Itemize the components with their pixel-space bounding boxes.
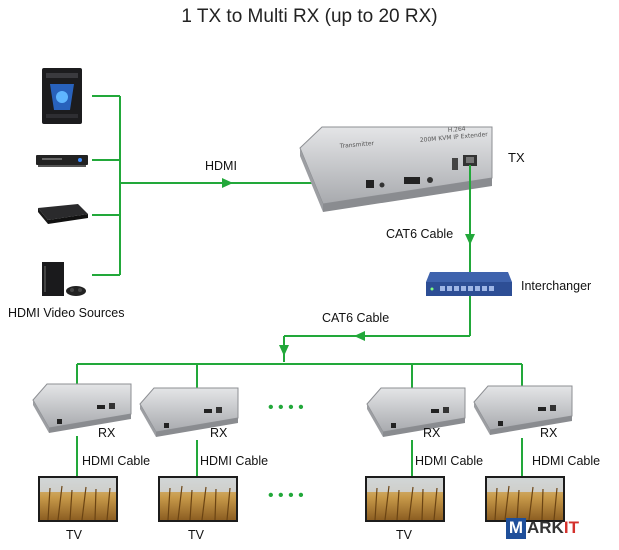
- tv-label-2: TV: [188, 528, 204, 542]
- game-console-icon: [42, 262, 86, 296]
- logo-m: M: [506, 517, 526, 539]
- cat6-cable-label-top: CAT6 Cable: [386, 227, 454, 241]
- rx-device-1: [32, 383, 132, 433]
- hdmi-cable-label-2: HDMI Cable: [200, 454, 269, 468]
- video-sources-label: HDMI Video Sources: [8, 306, 125, 320]
- tx-device-line3: H.264: [448, 125, 466, 134]
- cat6-link-mid: [283, 296, 471, 362]
- rx-label-1: RX: [98, 426, 116, 440]
- set-top-box-icon: [38, 204, 88, 224]
- tx-device-line1: Transmitter: [339, 140, 375, 150]
- rx-label-3: RX: [423, 426, 441, 440]
- tv-4-icon: [485, 476, 565, 522]
- hdmi-cable-label-3: HDMI Cable: [415, 454, 484, 468]
- dvd-player-icon: [36, 155, 88, 167]
- bus-arrow-icon: [279, 345, 289, 356]
- rx-label-2: RX: [210, 426, 228, 440]
- ellipsis-tv: • • • •: [268, 487, 304, 504]
- hdmi-arrow-icon: [222, 178, 233, 188]
- ellipsis-rx: • • • •: [268, 399, 304, 416]
- source-bus-lines: [92, 95, 121, 276]
- network-switch-icon: [426, 272, 512, 296]
- tx-transmitter-device: Transmitter 200M KVM IP Extender H.264: [299, 125, 493, 212]
- interchanger-label: Interchanger: [521, 279, 592, 293]
- hdmi-label: HDMI: [205, 159, 237, 173]
- rx-bus-lines: [76, 363, 523, 390]
- pc-tower-icon: [42, 68, 82, 124]
- tv-2-icon: [158, 476, 238, 522]
- hdmi-cable-lines: [76, 436, 523, 476]
- cat6-cable-label-mid: CAT6 Cable: [322, 311, 390, 325]
- hdmi-cable-label-4: HDMI Cable: [532, 454, 601, 468]
- tv-label-3: TV: [396, 528, 412, 542]
- tv-label-1: TV: [66, 528, 82, 542]
- rx-device-4: [473, 385, 573, 435]
- tx-label: TX: [508, 150, 525, 165]
- logo-it: IT: [563, 518, 579, 537]
- rx-label-4: RX: [540, 426, 558, 440]
- logo-ark: ARK: [527, 518, 564, 537]
- rx-device-2: [139, 387, 239, 437]
- rx-device-3: [366, 387, 466, 437]
- cat6-top-arrow-icon: [465, 234, 475, 245]
- diagram-title: 1 TX to Multi RX (up to 20 RX): [181, 6, 438, 27]
- hdmi-cable-label-1: HDMI Cable: [82, 454, 151, 468]
- cat6-mid-arrow-icon: [354, 331, 365, 341]
- tv-3-icon: [365, 476, 445, 522]
- tv-1-icon: [38, 476, 118, 522]
